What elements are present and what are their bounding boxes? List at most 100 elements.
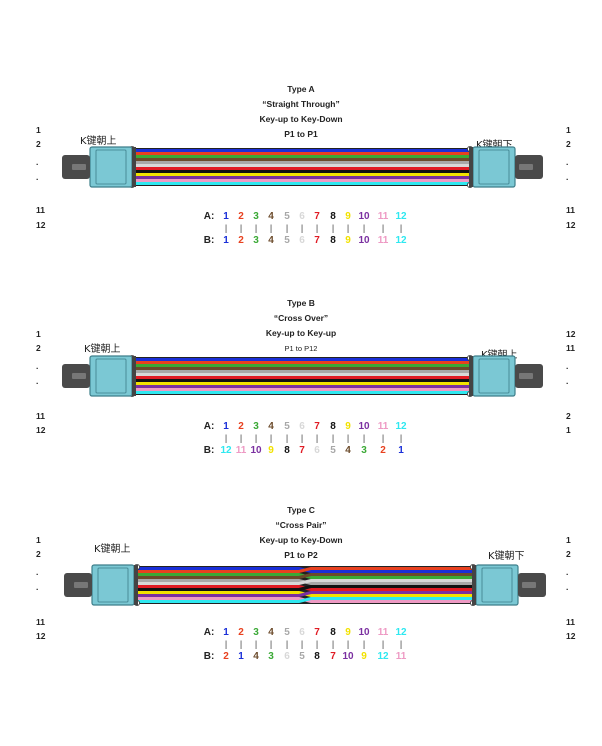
mapping-bar: |	[362, 639, 366, 649]
fiber-number: 12	[395, 235, 407, 246]
pin-label: 11	[36, 617, 45, 627]
pin-label: 11	[566, 343, 575, 353]
pin-label: 1	[36, 535, 41, 545]
right-connector	[472, 564, 546, 606]
fiber-number: 6	[284, 651, 290, 662]
mapping-bar: |	[346, 223, 350, 233]
mapping-bar: |	[346, 433, 350, 443]
fiber-line	[137, 585, 473, 591]
fiber-number: 11	[377, 627, 389, 638]
mapping-bar: |	[381, 639, 385, 649]
pin-label: 12	[566, 631, 576, 641]
fiber-number: 4	[268, 421, 274, 432]
fiber-number: 4	[268, 211, 274, 222]
pin-label: 2	[36, 549, 41, 559]
mapping-bar: |	[331, 223, 335, 233]
mapping-bar: |	[300, 639, 304, 649]
mapping-bar: |	[224, 639, 228, 649]
mapping-bar: |	[285, 433, 289, 443]
mapping-bar: |	[362, 223, 366, 233]
fiber-number: 8	[330, 421, 336, 432]
pin-label: 1	[566, 535, 571, 545]
mapping-bar: |	[300, 223, 304, 233]
mapping-row-label: A:	[203, 421, 215, 432]
fiber-number: 6	[299, 627, 305, 638]
left-key-label: K键朝上	[94, 544, 131, 555]
right-connector	[469, 146, 543, 188]
fiber-number: 4	[345, 445, 351, 456]
fiber-number: 10	[358, 421, 370, 432]
section-header: Type A“Straight Through”Key-up to Key-Do…	[0, 82, 602, 142]
pin-label: 11	[566, 617, 575, 627]
fiber-number: 11	[377, 211, 389, 222]
mapping-bar: |	[239, 223, 243, 233]
fiber-number: 12	[377, 651, 389, 662]
fiber-number: 1	[238, 651, 244, 662]
pin-label: 2	[36, 139, 41, 149]
mapping-bar: |	[331, 433, 335, 443]
fiber-number: 2	[380, 445, 386, 456]
fiber-number: 3	[253, 627, 259, 638]
right-key-label: K键朝下	[488, 551, 525, 562]
mapping-bar: |	[285, 639, 289, 649]
left-key-label: K键朝上	[84, 344, 121, 355]
mapping-row-label: B:	[203, 235, 215, 246]
section-polarity: P1 to P12	[284, 344, 318, 353]
section-title: Type B	[287, 298, 315, 308]
mapping-bar: |	[315, 223, 319, 233]
fiber-number: 8	[330, 627, 336, 638]
fiber-number: 1	[223, 627, 229, 638]
mapping-bar: |	[254, 639, 258, 649]
fiber-number: 7	[314, 235, 320, 246]
fiber-number: 9	[345, 211, 351, 222]
section-subtitle: “Cross Pair”	[275, 520, 327, 530]
fiber-number: 10	[358, 235, 370, 246]
pin-label: .	[566, 157, 569, 167]
mapping-bar: |	[254, 223, 258, 233]
section-polarity: P1 to P2	[284, 550, 318, 560]
pin-label: .	[36, 376, 39, 386]
left-connector	[62, 355, 136, 397]
pin-label: 11	[36, 411, 45, 421]
mapping-bar: |	[269, 639, 273, 649]
mapping-row-label: A:	[203, 627, 215, 638]
fiber-number: 5	[284, 421, 290, 432]
mapping-bar: |	[224, 433, 228, 443]
fiber-number: 10	[358, 211, 370, 222]
fiber-number: 11	[377, 421, 389, 432]
fiber-number: 11	[235, 445, 247, 456]
fiber-number: 7	[299, 445, 305, 456]
pin-label: .	[566, 567, 569, 577]
mapping-bar: |	[285, 223, 289, 233]
fiber-number: 7	[314, 211, 320, 222]
fiber-number: 7	[314, 421, 320, 432]
section-subtitle: “Straight Through”	[262, 99, 340, 109]
fiber-number: 10	[342, 651, 354, 662]
pin-label: 11	[566, 205, 575, 215]
pin-label: .	[36, 172, 39, 182]
pin-label: .	[566, 376, 569, 386]
fiber-number: 2	[238, 211, 244, 222]
fiber-number: 10	[250, 445, 262, 456]
fiber-number: 6	[299, 421, 305, 432]
fiber-number: 5	[299, 651, 305, 662]
left-connector	[62, 146, 136, 188]
mapping-bar: |	[399, 223, 403, 233]
fiber-number: 4	[253, 651, 259, 662]
right-key-label: K键朝下	[476, 140, 513, 151]
fiber-number: 8	[330, 235, 336, 246]
fiber-line	[137, 579, 473, 585]
mapping-bar: |	[381, 223, 385, 233]
pin-label: 11	[36, 205, 45, 215]
fiber-number: 6	[299, 235, 305, 246]
pin-label: .	[36, 361, 39, 371]
mapping-bar: |	[239, 639, 243, 649]
pin-label: 1	[566, 425, 571, 435]
mapping-bar: |	[239, 433, 243, 443]
pin-label: 1	[566, 125, 571, 135]
fiber-number: 2	[238, 235, 244, 246]
mapping-bar: |	[381, 433, 385, 443]
fiber-number: 9	[345, 421, 351, 432]
